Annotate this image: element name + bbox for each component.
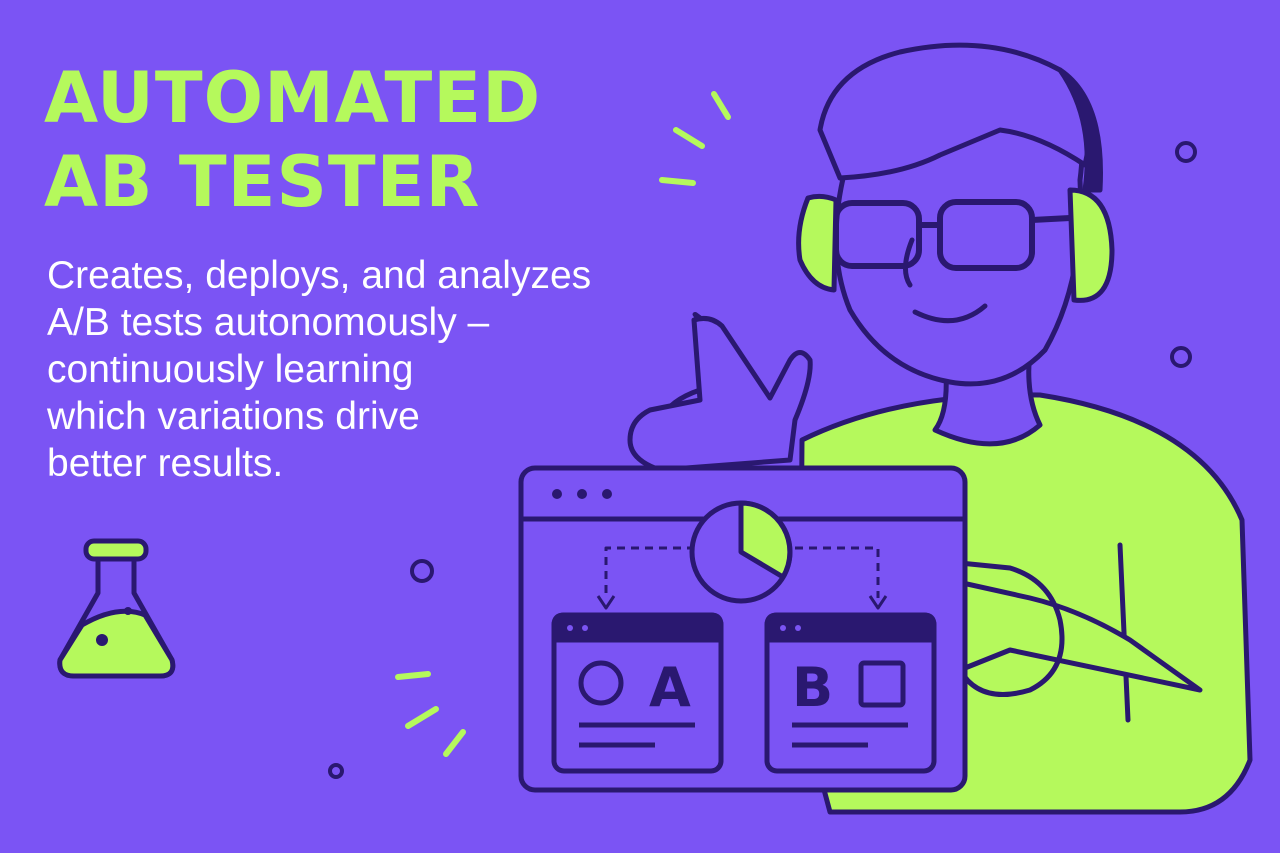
headline-line: AUTOMATED <box>44 57 542 139</box>
tagline-line: which variations drive <box>47 395 420 438</box>
window-dot <box>577 489 587 499</box>
headphone-left <box>796 193 839 293</box>
variant-b-label: B <box>792 656 833 719</box>
tagline-line: continuously learning <box>47 348 414 391</box>
window-dot <box>602 489 612 499</box>
variant-a-card <box>551 612 724 774</box>
browser-window <box>518 465 968 793</box>
decor-circle <box>1175 141 1197 163</box>
decor-circle <box>410 559 434 583</box>
pie-chart-icon <box>689 500 793 604</box>
headphone-right <box>1067 187 1115 303</box>
pointing-hand <box>924 557 1203 697</box>
headline-line: AB TESTER <box>44 141 481 223</box>
nose <box>903 237 915 288</box>
tagline: Creates, deploys, and analyzes A/B tests… <box>47 252 591 487</box>
variant-b-card <box>764 612 937 774</box>
flask-icon <box>57 538 176 679</box>
smile <box>912 303 988 324</box>
variant-a-label: A <box>649 656 691 719</box>
tagline-line: Creates, deploys, and analyzes <box>47 254 592 297</box>
decor-circle <box>328 763 344 779</box>
window-dot <box>552 489 562 499</box>
tagline-line: A/B tests autonomously – <box>47 301 490 344</box>
decor-circles <box>328 141 1197 779</box>
tagline-line: better results. <box>47 442 284 485</box>
split-arrows <box>596 546 888 610</box>
decor-circle <box>1170 346 1192 368</box>
sparkle-icon <box>395 91 731 757</box>
headline: AUTOMATED AB TESTER <box>44 56 541 224</box>
